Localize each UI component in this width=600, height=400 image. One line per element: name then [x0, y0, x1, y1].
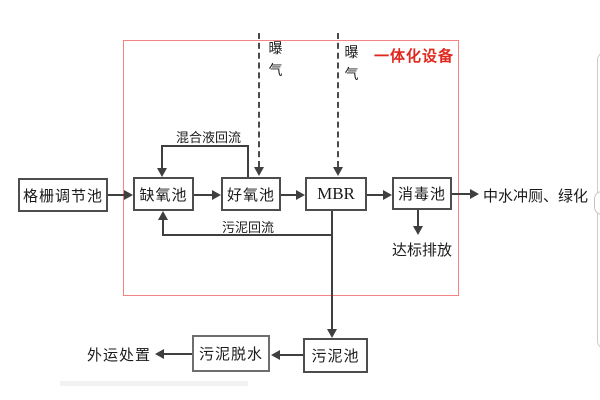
- mixed-liquor-return-line: [161, 145, 249, 147]
- flow-line-aerobic-to-mbr: [281, 194, 298, 196]
- sludge-return-line: [162, 219, 164, 236]
- arrowhead-right-icon: [470, 189, 479, 199]
- arrowhead-down-icon: [333, 167, 343, 176]
- arrowhead-down-icon: [413, 226, 423, 235]
- aeration-dashed-line-1: [258, 33, 260, 167]
- arrowhead-right-icon: [212, 190, 221, 200]
- node-aerobic-tank: 好氧池: [221, 177, 281, 211]
- flow-line-anoxic-to-aerobic: [194, 194, 214, 196]
- arrowhead-right-icon: [296, 190, 305, 200]
- node-sludge-tank: 污泥池: [303, 338, 368, 373]
- flow-line-grid-to-anoxic: [108, 194, 126, 196]
- dewatering-to-disposal-line: [164, 353, 192, 355]
- page-edge-tab: [594, 191, 600, 215]
- sludge-return-line: [162, 234, 333, 236]
- arrowhead-right-icon: [124, 190, 133, 200]
- aeration-label-2: 曝气: [344, 46, 359, 83]
- aeration-label-1: 曝气: [268, 42, 283, 79]
- node-sludge-dewatering: 污泥脱水: [192, 335, 270, 372]
- equipment-boundary-box: [123, 40, 459, 296]
- node-mbr: MBR: [305, 177, 367, 211]
- equipment-boundary-label: 一体化设备: [374, 49, 455, 65]
- flow-line-mbr-to-disinfection: [367, 194, 385, 196]
- sludge-tank-to-dewatering-line: [280, 354, 303, 356]
- arrowhead-up-icon: [158, 211, 168, 220]
- node-grid-regulating-tank: 格栅调节池: [18, 178, 108, 212]
- arrowhead-left-icon: [155, 349, 164, 359]
- reuse-output-label: 中水冲厕、绿化: [483, 189, 589, 205]
- discharge-line: [417, 210, 419, 227]
- arrowhead-down-icon: [254, 167, 264, 176]
- arrowhead-down-icon: [327, 329, 337, 338]
- arrowhead-down-icon: [157, 168, 167, 177]
- mixed-liquor-return-line: [247, 146, 249, 177]
- aeration-dashed-line-2: [337, 33, 339, 167]
- arrowhead-left-icon: [271, 350, 280, 360]
- standard-discharge-label: 达标排放: [392, 243, 453, 259]
- mixed-liquor-return-line: [161, 146, 163, 169]
- arrowhead-right-icon: [383, 190, 392, 200]
- flow-line-disinfection-to-reuse: [452, 193, 472, 195]
- node-anoxic-tank: 缺氧池: [133, 177, 194, 211]
- scan-artifact-bar: [60, 381, 248, 386]
- mixed-liquor-return-label: 混合液回流: [176, 130, 242, 145]
- mbr-to-sludge-tank-line: [331, 211, 333, 330]
- sludge-return-label: 污泥回流: [222, 220, 275, 235]
- node-disinfection-tank: 消毒池: [392, 177, 452, 210]
- offsite-disposal-label: 外运处置: [87, 348, 152, 364]
